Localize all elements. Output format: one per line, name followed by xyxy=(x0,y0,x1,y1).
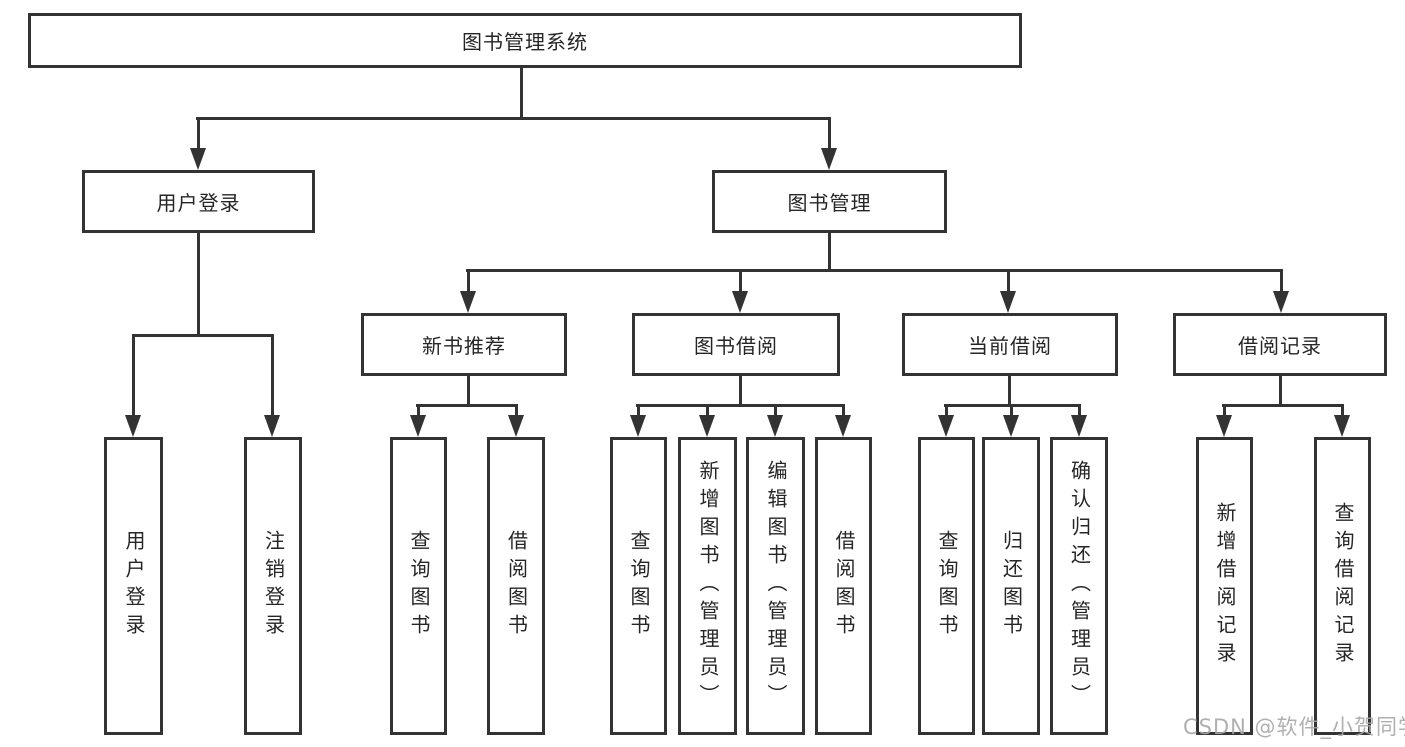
node-label: 图书管理系统 xyxy=(462,30,588,54)
node-label: 新增借阅记录 xyxy=(1213,502,1237,670)
arrow-down-icon xyxy=(835,415,851,437)
leaf-query-book-current: 查询图书 xyxy=(918,437,975,735)
connector-line xyxy=(467,269,470,295)
node-label: 查询图书 xyxy=(407,530,431,642)
connector-line xyxy=(774,404,777,420)
arrow-down-icon xyxy=(767,415,783,437)
node-label: 新书推荐 xyxy=(422,334,506,358)
connector-line xyxy=(515,404,518,420)
node-label: 借阅图书 xyxy=(832,530,856,642)
node-label: 当前借阅 xyxy=(968,334,1052,358)
connector-line xyxy=(132,334,135,418)
connector-line xyxy=(132,334,274,337)
arrow-down-icon xyxy=(732,291,748,313)
connector-line xyxy=(1008,375,1011,406)
node-label: 新增图书（管理员） xyxy=(696,460,720,712)
node-label: 借阅图书 xyxy=(504,530,529,642)
connector-line xyxy=(1222,404,1344,407)
connector-line xyxy=(637,404,640,420)
connector-line xyxy=(842,404,845,420)
arrow-down-icon xyxy=(190,148,206,170)
node-label: 图书借阅 xyxy=(694,334,778,358)
connector-line xyxy=(1341,404,1344,420)
node-label: 确认归还（管理员） xyxy=(1067,460,1092,712)
connector-line xyxy=(520,68,523,119)
node-book-management: 图书管理 xyxy=(712,170,947,233)
connector-line xyxy=(828,117,831,150)
arrow-down-icon xyxy=(1003,415,1019,437)
node-label: 图书管理 xyxy=(787,191,872,215)
node-root: 图书管理系统 xyxy=(28,13,1022,68)
connector-line xyxy=(467,375,470,406)
connector-line xyxy=(1280,269,1283,295)
arrow-down-icon xyxy=(1000,291,1016,313)
connector-line xyxy=(1007,269,1010,295)
connector-line xyxy=(739,269,742,295)
leaf-add-borrow-record: 新增借阅记录 xyxy=(1196,437,1253,735)
connector-line xyxy=(1010,404,1013,420)
node-label: 借阅记录 xyxy=(1238,334,1322,358)
leaf-borrow-book-borrowing: 借阅图书 xyxy=(815,437,872,735)
node-user-login: 用户登录 xyxy=(82,170,315,233)
node-label: 查询图书 xyxy=(935,530,959,642)
connector-line xyxy=(417,404,420,420)
arrow-down-icon xyxy=(1273,291,1289,313)
leaf-edit-book-admin: 编辑图书（管理员） xyxy=(746,437,805,735)
arrow-down-icon xyxy=(125,415,141,437)
leaf-borrow-book-recommend: 借阅图书 xyxy=(487,437,545,735)
connector-line xyxy=(196,117,830,120)
connector-line xyxy=(197,117,200,150)
node-label: 查询图书 xyxy=(627,530,651,642)
node-book-borrowing: 图书借阅 xyxy=(632,313,840,376)
arrow-down-icon xyxy=(1334,415,1350,437)
node-label: 归还图书 xyxy=(999,530,1024,642)
arrow-down-icon xyxy=(460,291,476,313)
connector-line xyxy=(828,232,831,271)
arrow-down-icon xyxy=(821,148,837,170)
node-label: 用户登录 xyxy=(156,191,241,215)
arrow-down-icon xyxy=(938,415,954,437)
node-label: 用户登录 xyxy=(122,530,146,642)
connector-line xyxy=(636,404,845,407)
arrow-down-icon xyxy=(264,415,280,437)
leaf-return-book: 归还图书 xyxy=(982,437,1040,735)
connector-line xyxy=(739,375,742,406)
arrow-down-icon xyxy=(410,415,426,437)
arrow-down-icon xyxy=(699,415,715,437)
arrow-down-icon xyxy=(1071,415,1087,437)
node-label: 注销登录 xyxy=(261,530,286,642)
leaf-user-login: 用户登录 xyxy=(104,437,163,735)
node-borrow-records: 借阅记录 xyxy=(1173,313,1387,376)
node-label: 编辑图书（管理员） xyxy=(764,460,788,712)
connector-line xyxy=(197,232,200,336)
leaf-query-book-borrowing: 查询图书 xyxy=(610,437,667,735)
node-label: 查询借阅记录 xyxy=(1331,502,1355,670)
leaf-confirm-return-admin: 确认归还（管理员） xyxy=(1050,437,1108,735)
connector-line xyxy=(416,404,518,407)
arrow-down-icon xyxy=(508,415,524,437)
arrow-down-icon xyxy=(630,415,646,437)
node-new-book-recommend: 新书推荐 xyxy=(361,313,567,376)
connector-line xyxy=(271,334,274,418)
arrow-down-icon xyxy=(1216,415,1232,437)
connector-line xyxy=(466,269,1283,272)
node-current-borrowing: 当前借阅 xyxy=(902,313,1118,376)
connector-line xyxy=(945,404,948,420)
leaf-add-book-admin: 新增图书（管理员） xyxy=(678,437,737,735)
leaf-query-book-recommend: 查询图书 xyxy=(390,437,447,735)
connector-line xyxy=(1078,404,1081,420)
leaf-logout: 注销登录 xyxy=(244,437,302,735)
connector-line xyxy=(1223,404,1226,420)
connector-line xyxy=(1279,375,1282,406)
leaf-query-borrow-record: 查询借阅记录 xyxy=(1314,437,1371,735)
csdn-watermark: CSDN @软件_小贺同学 xyxy=(1183,715,1405,739)
connector-line xyxy=(706,404,709,420)
